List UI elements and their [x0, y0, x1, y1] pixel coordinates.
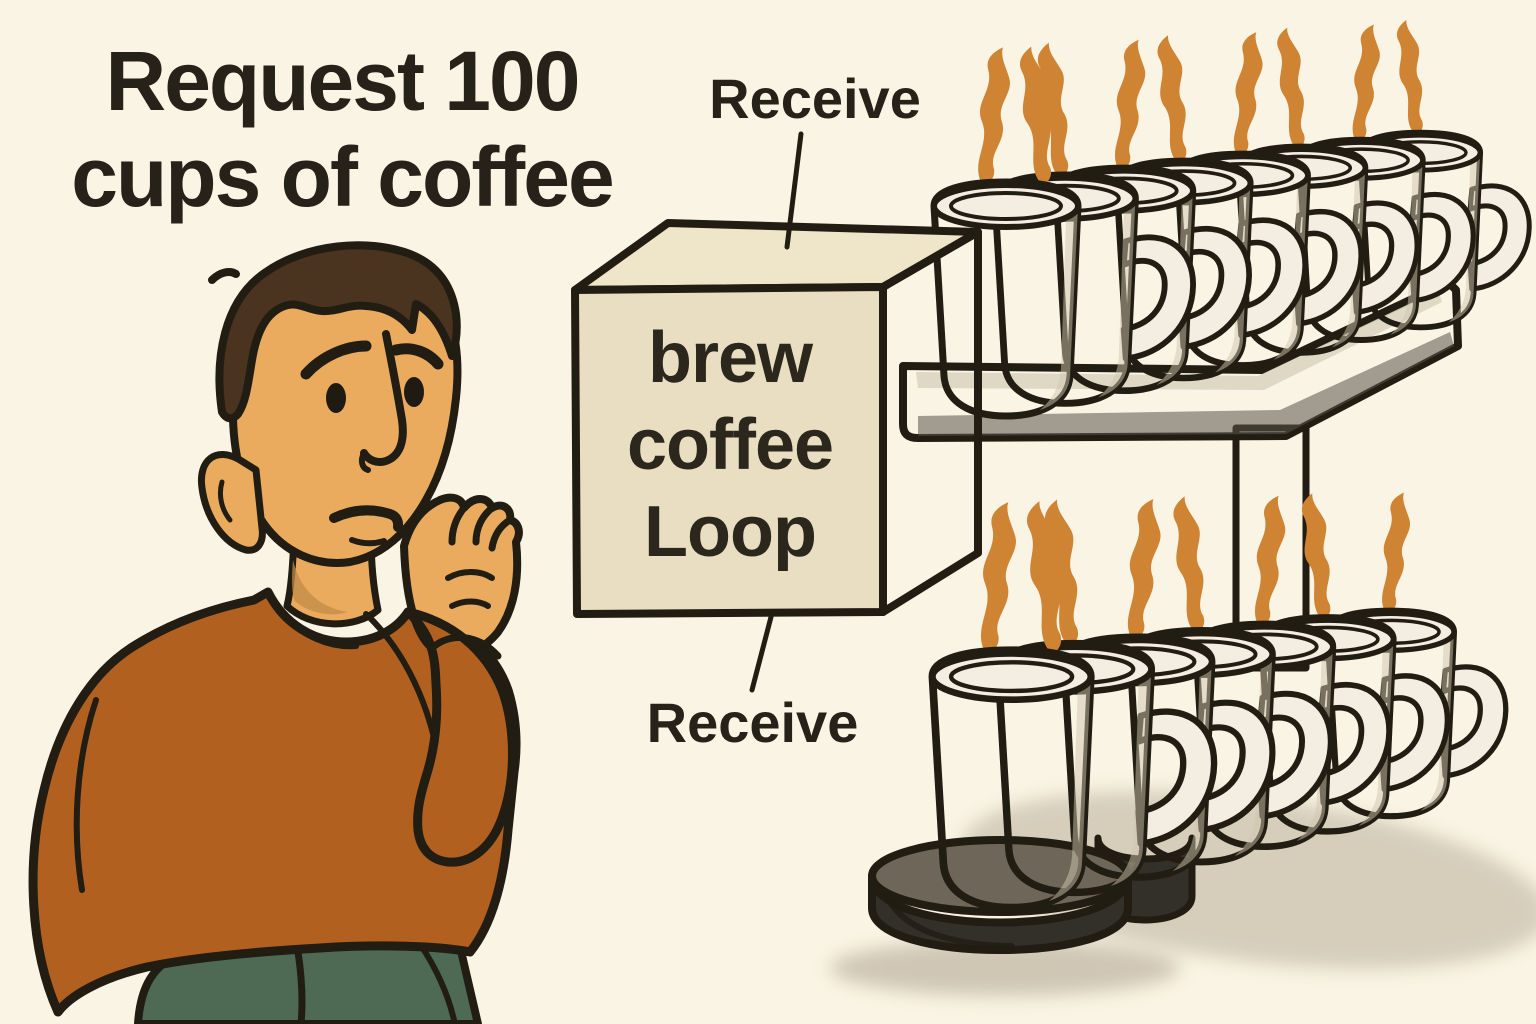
- steam-icon: [1154, 33, 1193, 166]
- steam-icon: [1120, 497, 1165, 643]
- person-figure: [28, 241, 523, 1024]
- title: Request 100 cups of coffee: [12, 34, 672, 226]
- receive-label-top: Receive: [709, 67, 921, 130]
- steam-icon: [1375, 490, 1414, 616]
- title-line-1: Request 100: [105, 34, 581, 128]
- loop-box-top-face: [571, 219, 982, 294]
- worried-face-features: [300, 330, 444, 547]
- steam-icon: [1248, 494, 1290, 630]
- receive-bottom-line: [749, 614, 774, 693]
- steam-icon: [1393, 18, 1428, 138]
- loop-box: [571, 219, 982, 618]
- callout-lines: [749, 131, 804, 693]
- nose: [360, 330, 407, 466]
- steam-icon: [1227, 30, 1267, 160]
- ear: [197, 451, 266, 554]
- left-eye: [326, 383, 346, 413]
- rack-top-shelf: [899, 278, 1462, 442]
- loop-box-label-line-1: brew: [647, 318, 813, 398]
- steam-icon: [1346, 22, 1384, 145]
- steam-icon: [970, 45, 1015, 188]
- loop-box-label: brew coffee Loop: [577, 315, 883, 576]
- mouth: [329, 505, 404, 532]
- loop-box-label-line-2: coffee: [626, 405, 834, 485]
- loop-box-front-face: [571, 283, 887, 618]
- hair: [215, 241, 461, 423]
- receive-top-line: [784, 131, 804, 250]
- receive-label-bottom: Receive: [646, 691, 859, 754]
- cup-rack: [899, 278, 1462, 672]
- loop-box-label-line-3: Loop: [644, 492, 817, 572]
- steam-icon: [1169, 495, 1211, 636]
- base-puck: [868, 872, 1132, 954]
- steam-icon: [1108, 38, 1150, 174]
- steam-icon: [1274, 26, 1311, 152]
- sweater-sleeve: [403, 607, 517, 867]
- title-line-2: cups of coffee: [71, 129, 614, 224]
- right-eye: [404, 377, 424, 407]
